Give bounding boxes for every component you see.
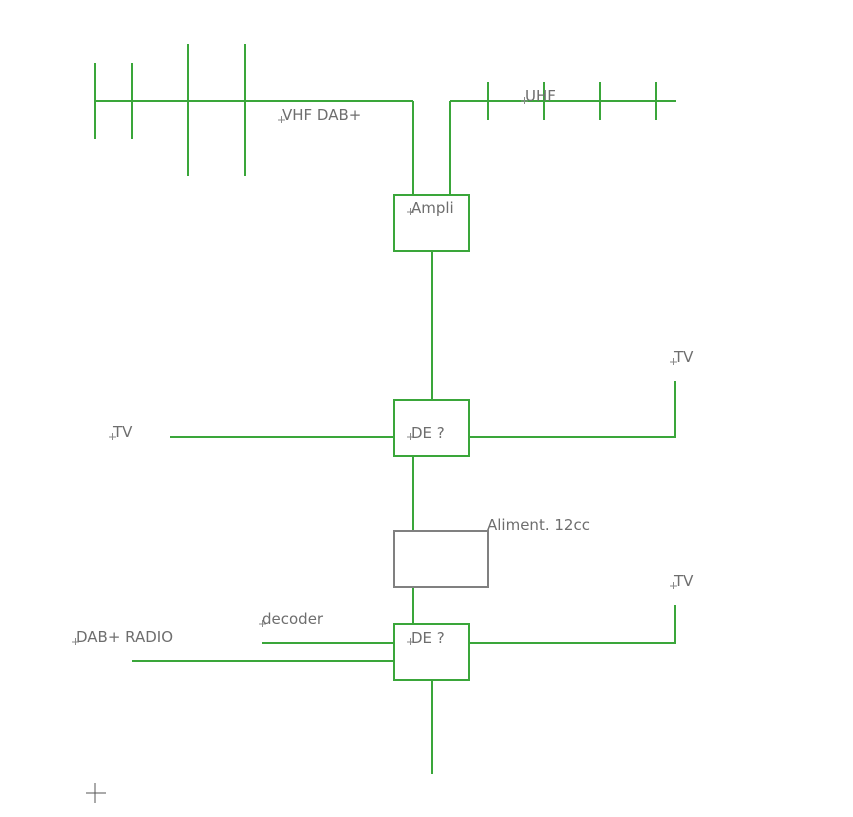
uhf-antenna-label: UHF: [525, 87, 556, 105]
tv-right-top-label: TV: [673, 348, 694, 366]
tv-right-bottom-cable: [469, 605, 676, 644]
decoder-label: decoder: [262, 610, 324, 628]
vhf-antenna-label: VHF DAB+: [282, 106, 361, 124]
amplifier-box: [393, 194, 470, 252]
splitter-top-box: [393, 399, 470, 457]
crosshair-cursor-icon: [86, 783, 106, 803]
dab-radio-label: DAB+ RADIO: [76, 628, 173, 646]
splitter-top-label: DE ?: [411, 424, 445, 442]
amplifier-label: Ampli: [411, 199, 454, 217]
splitter-bottom-box: [393, 623, 470, 681]
label-anchor-ticks: [72, 97, 677, 645]
splitter-bottom-label: DE ?: [411, 629, 445, 647]
tv-right-top-cable: [469, 381, 676, 438]
power-supply-label: Aliment. 12cc: [487, 516, 590, 534]
vhf-antenna: [94, 44, 414, 195]
tv-left-label: TV: [112, 423, 133, 441]
uhf-antenna: [449, 82, 676, 195]
tv-right-bottom-label: TV: [673, 572, 694, 590]
power-supply-box: [393, 530, 489, 588]
